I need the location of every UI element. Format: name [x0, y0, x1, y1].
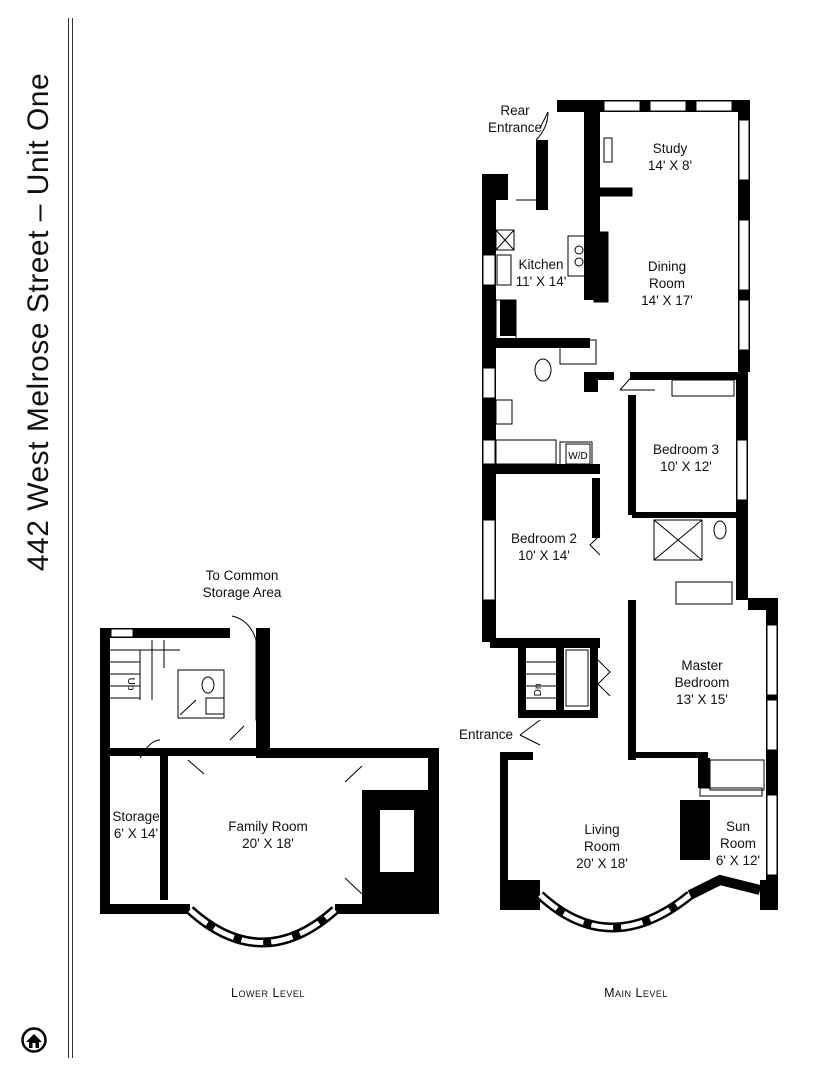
main-level-windows	[482, 100, 778, 876]
living-room-bay-window	[536, 874, 762, 933]
house-logo-icon	[21, 1027, 47, 1053]
main-level-caption: Main Level	[604, 986, 668, 1000]
title-rule-2	[72, 18, 73, 1058]
washer-dryer-label: W/D	[568, 451, 587, 462]
entrance-label: Entrance	[458, 727, 514, 742]
stairs-down-label: Dn	[533, 684, 544, 697]
page-title-text: 442 West Melrose Street – Unit One	[22, 72, 55, 572]
main-level-fixtures	[495, 111, 765, 797]
title-rule-1	[68, 18, 69, 1058]
stairs-up-label: Up	[125, 678, 136, 691]
fixture-labels: W/D Up Dn	[125, 443, 591, 697]
lower-level-caption: Lower Level	[231, 986, 305, 1000]
lower-level-detail	[110, 615, 414, 948]
page-title: 442 West Melrose Street – Unit One	[3, 0, 75, 1080]
